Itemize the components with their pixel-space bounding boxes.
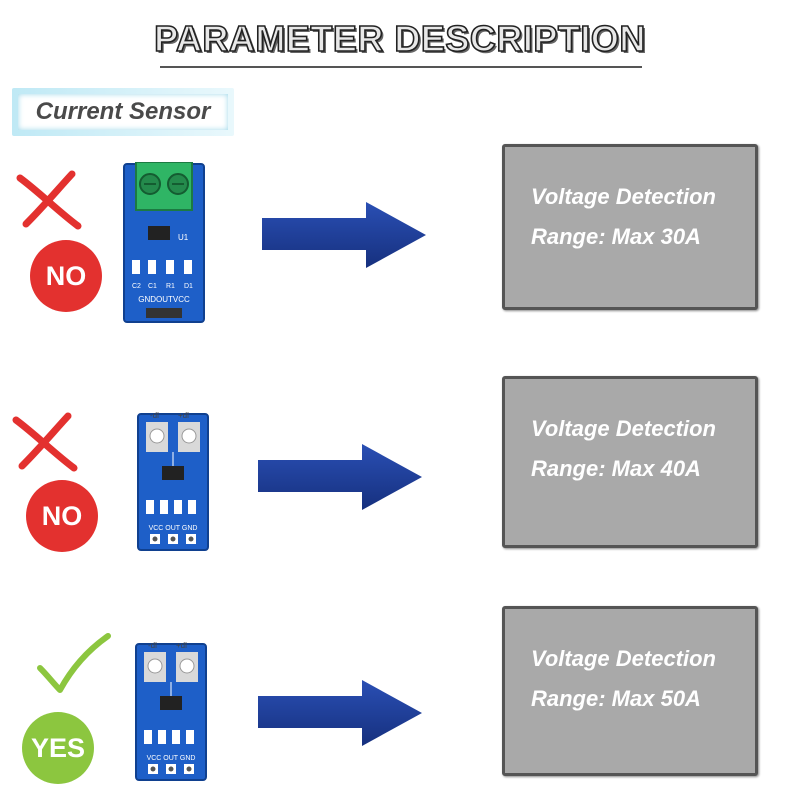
right-arrow-icon — [258, 444, 422, 510]
part-label: R1 — [166, 283, 175, 290]
terminal-label-right: +dl — [176, 641, 187, 650]
status-badge: NO — [26, 480, 98, 552]
pin-labels: VCC OUT GND — [147, 755, 196, 762]
sensor-row-3: YES -dl +dl VCC OUT GND Voltage Detectio… — [0, 606, 800, 812]
pin-labels: GNDOUTVCC — [138, 295, 190, 304]
terminal-label-left: -dl — [150, 411, 159, 420]
terminal-label-right: +dl — [178, 411, 189, 420]
spec-box: Voltage Detection Range: Max 50A — [502, 606, 758, 776]
terminal-label-left: -dl — [148, 641, 157, 650]
acs758-board-50a: -dl +dl VCC OUT GND — [135, 641, 207, 781]
status-text: NO — [41, 500, 83, 531]
acs758-board-40a: -dl +dl VCC OUT GND — [137, 411, 209, 551]
status-text: NO — [45, 260, 87, 291]
sensor-row-1: NO U1 C2 C1 R1 D1 GNDOUTVCC Voltage Dete… — [0, 144, 800, 340]
status-text: YES — [30, 732, 86, 763]
acs712-board-30a: U1 C2 C1 R1 D1 GNDOUTVCC — [123, 162, 205, 323]
spec-title: Voltage Detection — [531, 416, 716, 441]
spec-title: Voltage Detection — [531, 184, 716, 209]
spec-box: Voltage Detection Range: Max 40A — [502, 376, 758, 548]
spec-range: Range: Max 40A — [531, 456, 701, 481]
section-label: Current Sensor — [18, 94, 228, 130]
title-underline — [160, 66, 642, 68]
sensor-row-2: NO -dl +dl VCC OUT GND Voltage Detection… — [0, 376, 800, 578]
part-label: C1 — [148, 283, 157, 290]
red-x-icon — [12, 412, 78, 472]
spec-title: Voltage Detection — [531, 646, 716, 671]
right-arrow-icon — [262, 202, 426, 268]
status-badge: NO — [30, 240, 102, 312]
part-label: C2 — [132, 283, 141, 290]
red-x-icon — [16, 170, 82, 230]
right-arrow-icon — [258, 680, 422, 746]
pin-labels: VCC OUT GND — [149, 525, 198, 532]
status-badge: YES — [22, 712, 94, 784]
chip-label: U1 — [178, 233, 189, 242]
spec-box: Voltage Detection Range: Max 30A — [502, 144, 758, 310]
section-tag: Current Sensor — [12, 88, 234, 136]
spec-range: Range: Max 50A — [531, 686, 701, 711]
spec-range: Range: Max 30A — [531, 224, 701, 249]
green-check-icon — [37, 633, 111, 693]
page-title: PARAMETER DESCRIPTION — [153, 17, 646, 60]
part-label: D1 — [184, 283, 193, 290]
